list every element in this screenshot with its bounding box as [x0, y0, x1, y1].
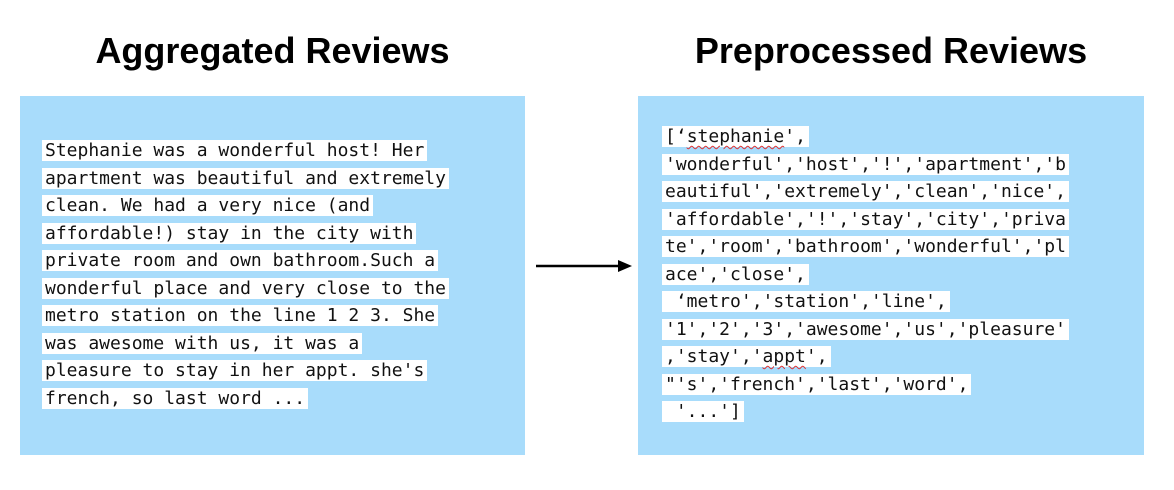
token-text: ,'stay',' [665, 346, 763, 367]
review-line-text: was awesome with us, it was a [42, 332, 363, 354]
token-text: '1','2','3','awesome','us','pleasure' [665, 318, 1066, 340]
aggregated-reviews-title: Aggregated Reviews [95, 30, 450, 71]
token-text: 'affordable','!','stay','city','priva [665, 208, 1066, 230]
review-line: was awesome with us, it was a [42, 330, 449, 358]
token-text: ', [784, 126, 806, 147]
review-line: apartment was beautiful and extremely [42, 165, 449, 193]
review-line-text: Stephanie was a wonderful host! Her [42, 140, 428, 161]
token-text: eautiful','extremely','clean','nice', [665, 181, 1066, 202]
aggregated-reviews-panel: Stephanie was a wonderful host! Her apart… [20, 96, 525, 455]
token-line-text: "'s','french','last','word', [662, 373, 972, 395]
preprocessed-review-text: [‘stephanie','wonderful','host','!','apa… [662, 123, 1069, 426]
token-line-text: 'affordable','!','stay','city','priva [662, 208, 1069, 230]
token-line: eautiful','extremely','clean','nice', [662, 178, 1069, 206]
review-line-text: apartment was beautiful and extremely [42, 167, 449, 189]
token-line-text: '...'] [662, 401, 744, 422]
spellcheck-flagged-token: stephanie [686, 126, 785, 147]
review-line: metro station on the line 1 2 3. She [42, 302, 449, 330]
spellcheck-flagged-token: appt [762, 346, 806, 367]
token-text: "'s','french','last','word', [665, 373, 969, 395]
token-line-text: '1','2','3','awesome','us','pleasure' [662, 318, 1069, 340]
review-line: pleasure to stay in her appt. she's [42, 357, 449, 385]
token-text: ace','close', [665, 263, 806, 285]
token-text: [‘ [665, 126, 687, 147]
review-line: private room and own bathroom.Such a [42, 247, 449, 275]
token-line: "'s','french','last','word', [662, 371, 1069, 399]
review-line-text: affordable!) stay in the city with [42, 222, 417, 244]
token-line-text: ‘metro','station','line', [662, 291, 950, 312]
token-text: te','room','bathroom','wonderful','pl [665, 236, 1066, 257]
token-line-text: ,'stay','appt', [662, 346, 831, 367]
token-line-text: te','room','bathroom','wonderful','pl [662, 236, 1069, 257]
token-line: ace','close', [662, 261, 1069, 289]
arrow-right-icon [536, 260, 632, 272]
review-line: affordable!) stay in the city with [42, 220, 449, 248]
token-line: 'wonderful','host','!','apartment','b [662, 151, 1069, 179]
token-line: 'affordable','!','stay','city','priva [662, 206, 1069, 234]
token-line: ,'stay','appt', [662, 343, 1069, 371]
token-line: ‘metro','station','line', [662, 288, 1069, 316]
token-text: 'wonderful','host','!','apartment','b [665, 153, 1066, 175]
review-line-text: french, so last word ... [42, 387, 309, 409]
preprocessed-reviews-panel: [‘stephanie','wonderful','host','!','apa… [638, 96, 1144, 455]
token-line-text: 'wonderful','host','!','apartment','b [662, 153, 1069, 175]
token-line: [‘stephanie', [662, 123, 1069, 151]
token-line-text: [‘stephanie', [662, 126, 809, 147]
review-line-text: private room and own bathroom.Such a [42, 250, 439, 271]
review-line-text: clean. We had a very nice (and [42, 195, 374, 216]
preprocessed-reviews-title: Preprocessed Reviews [694, 30, 1088, 71]
token-line: '...'] [662, 398, 1069, 426]
review-line: clean. We had a very nice (and [42, 192, 449, 220]
review-line: Stephanie was a wonderful host! Her [42, 137, 449, 165]
review-line-text: metro station on the line 1 2 3. She [42, 305, 439, 326]
review-line-text: wonderful place and very close to the [42, 277, 449, 299]
token-line: te','room','bathroom','wonderful','pl [662, 233, 1069, 261]
aggregated-review-text: Stephanie was a wonderful host! Her apart… [42, 137, 449, 412]
token-line: '1','2','3','awesome','us','pleasure' [662, 316, 1069, 344]
token-text: '...'] [665, 401, 741, 422]
token-text: ‘metro','station','line', [665, 291, 947, 312]
review-line: wonderful place and very close to the [42, 275, 449, 303]
token-line-text: ace','close', [662, 263, 809, 285]
token-line-text: eautiful','extremely','clean','nice', [662, 181, 1069, 202]
review-line-text: pleasure to stay in her appt. she's [42, 360, 428, 381]
token-text: ', [805, 346, 828, 367]
review-line: french, so last word ... [42, 385, 449, 413]
